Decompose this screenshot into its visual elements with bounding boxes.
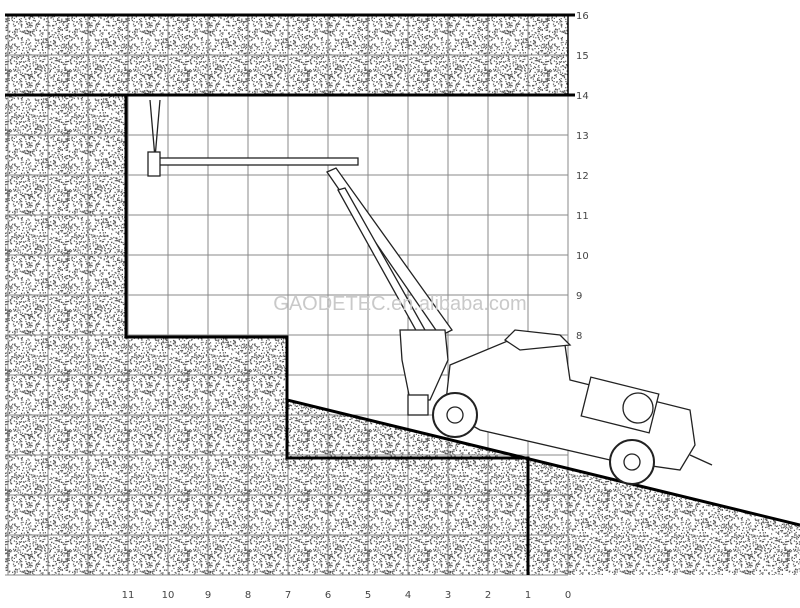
y-axis-label: 8	[576, 331, 582, 342]
x-axis-label: 7	[285, 590, 291, 601]
y-axis-label: 11	[576, 211, 589, 222]
grid	[5, 14, 569, 576]
y-axis-label: 15	[576, 51, 589, 62]
y-axis-label: 13	[576, 131, 589, 142]
x-axis-label: 5	[365, 590, 371, 601]
y-axis-label: 10	[576, 251, 589, 262]
y-axis-label: 14	[576, 91, 589, 102]
vehicle-body	[432, 329, 713, 485]
watermark: GAODETEC.en.alibaba.com	[273, 293, 526, 315]
x-axis-label: 2	[485, 590, 491, 601]
shotcrete-machine	[147, 99, 713, 485]
x-axis-label: 3	[445, 590, 451, 601]
x-axis-label: 11	[122, 590, 135, 601]
y-axis-label: 12	[576, 171, 589, 182]
x-axis-label: 8	[245, 590, 251, 601]
x-axis-label: 10	[162, 590, 175, 601]
y-axis-label: 9	[576, 291, 582, 302]
x-axis-label: 1	[525, 590, 531, 601]
x-axis-label: 4	[405, 590, 411, 601]
y-axis-label: 16	[576, 11, 589, 22]
x-axis-label: 6	[325, 590, 331, 601]
profile-outline	[5, 13, 800, 575]
spray-boom	[147, 99, 453, 416]
x-axis-label: 9	[205, 590, 211, 601]
x-axis-label: 0	[565, 590, 571, 601]
